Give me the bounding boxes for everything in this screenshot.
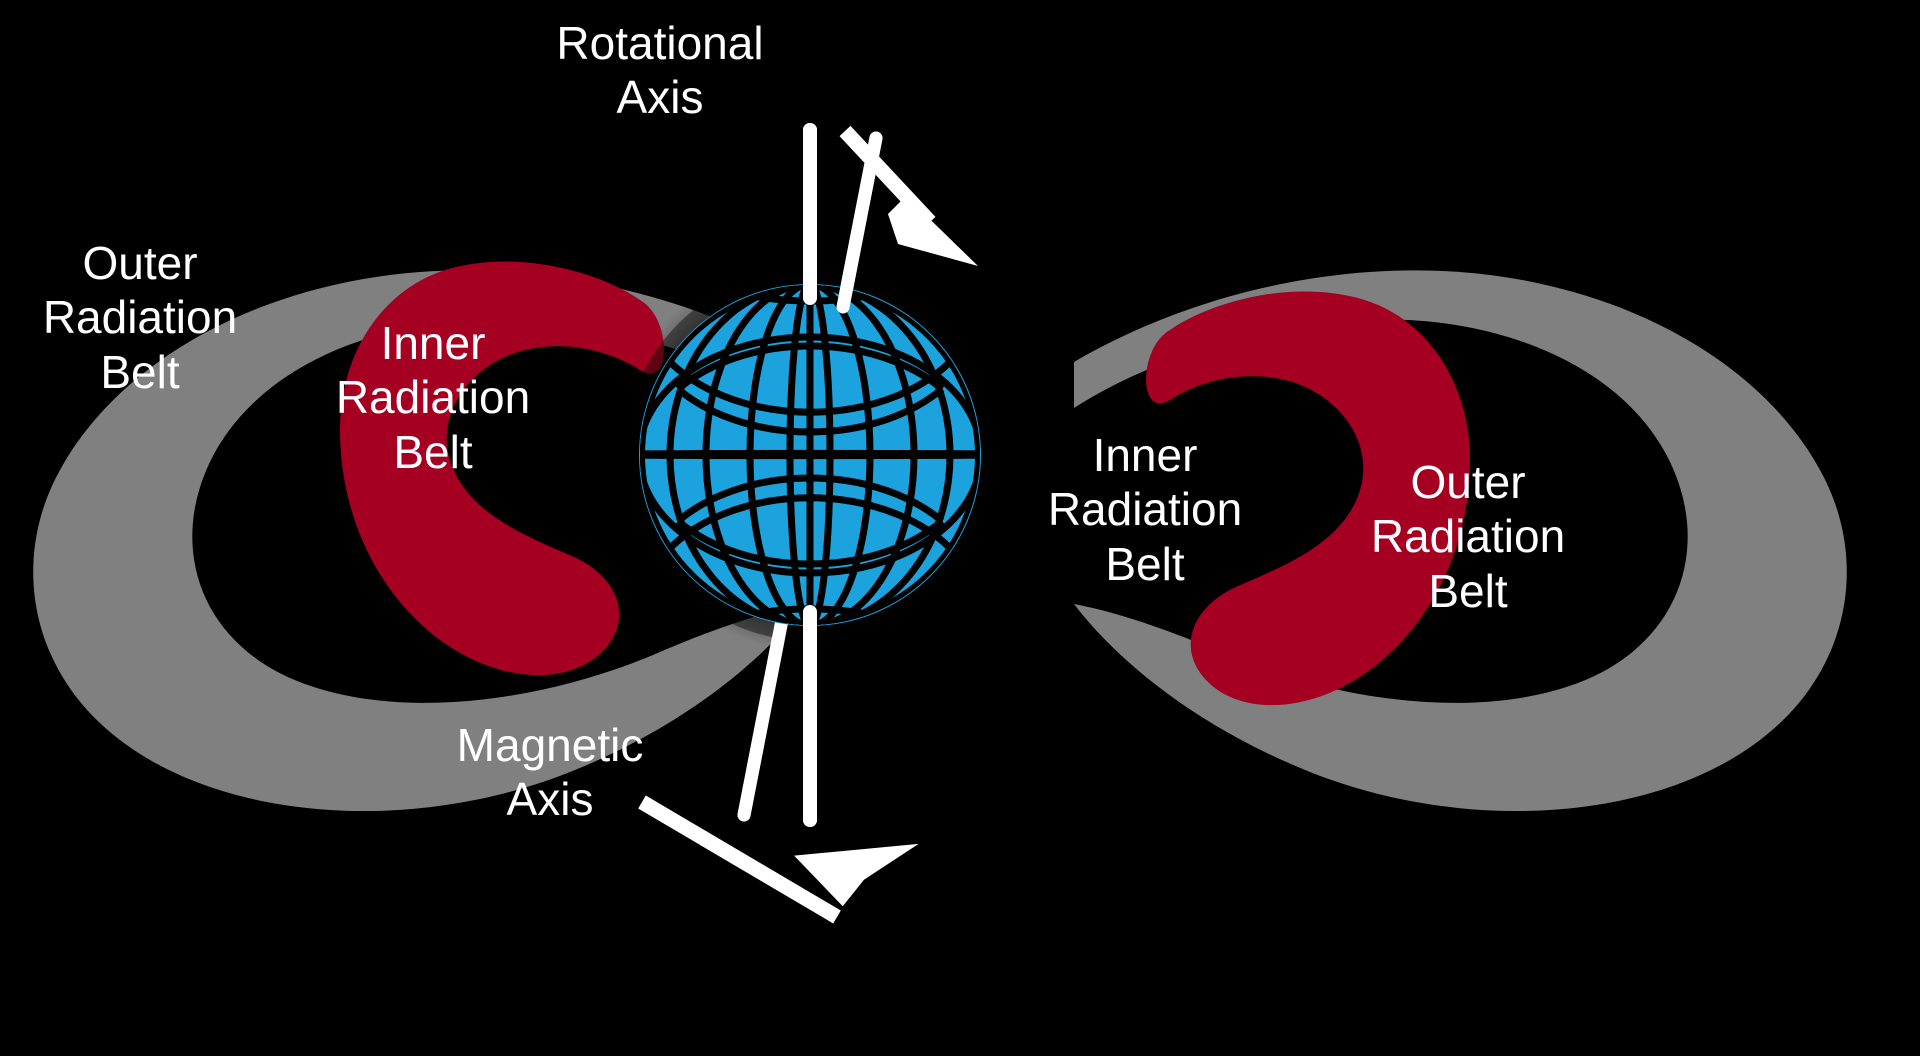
label-inner-radiation-belt-left: Inner Radiation Belt bbox=[335, 317, 531, 478]
label-rotational-axis: Rotational Axis bbox=[556, 17, 764, 124]
earth-globe bbox=[639, 284, 981, 626]
rotational-axis-arrow bbox=[839, 125, 978, 266]
magnetic-axis-arrow bbox=[638, 795, 919, 924]
label-magnetic-axis: Magnetic Axis bbox=[456, 719, 644, 826]
inner-belt-right-shape bbox=[1146, 291, 1470, 706]
outer-belt-left-shape bbox=[33, 270, 806, 812]
label-inner-radiation-belt-right: Inner Radiation Belt bbox=[1047, 429, 1243, 590]
label-outer-radiation-belt-right: Outer Radiation Belt bbox=[1370, 456, 1566, 617]
inner-belt-left-shape bbox=[340, 261, 664, 676]
magnetic-axis-line-front-bottom bbox=[737, 633, 785, 822]
label-outer-radiation-belt-left: Outer Radiation Belt bbox=[42, 237, 238, 398]
inner-radiation-belt-shapes bbox=[340, 261, 1470, 706]
